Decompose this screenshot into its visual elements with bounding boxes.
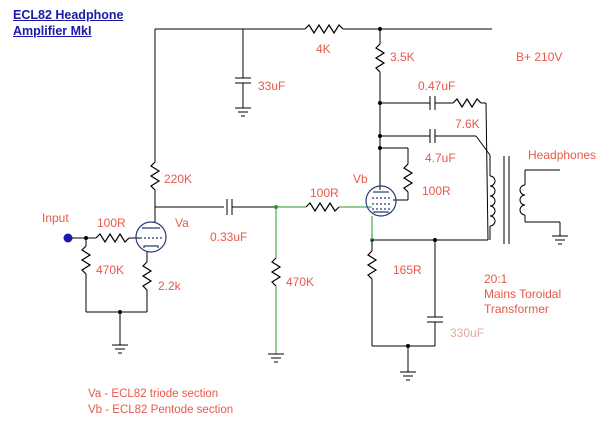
capacitor-0-33uf bbox=[226, 199, 276, 215]
capacitor-33uf bbox=[235, 29, 251, 117]
resistor-100r-grid-b-label: 100R bbox=[310, 186, 339, 200]
resistor-165r-label: 165R bbox=[393, 263, 422, 277]
transformer-type-label: Mains Toroidal bbox=[484, 287, 562, 301]
pentode-vb-symbol bbox=[365, 185, 397, 217]
feedback-network bbox=[380, 96, 491, 241]
tube-vb-label: Vb bbox=[353, 172, 368, 186]
resistor-470k-grid-b-label: 470K bbox=[286, 275, 315, 289]
resistor-220k-label: 220K bbox=[164, 172, 193, 186]
resistor-7-6k-label: 7.6K bbox=[455, 117, 480, 131]
input-label: Input bbox=[42, 211, 69, 225]
cathode-b-wiring bbox=[366, 216, 488, 381]
resistor-100r-grid-a-label: 100R bbox=[97, 216, 126, 230]
resistor-100r-grid-a bbox=[95, 232, 130, 244]
capacitor-33uf-label: 33uF bbox=[258, 79, 286, 93]
supply-voltage-label: B+ 210V bbox=[516, 50, 563, 64]
grid-a-wiring bbox=[80, 238, 147, 354]
capacitor-0-33uf-label: 0.33uF bbox=[210, 230, 248, 244]
triode-va-symbol bbox=[135, 207, 167, 253]
output-transformer bbox=[489, 155, 568, 245]
anode-a-wiring bbox=[149, 29, 224, 208]
resistor-4k-label: 4K bbox=[316, 42, 331, 56]
resistor-2-2k-label: 2.2k bbox=[158, 279, 181, 293]
resistor-100r-screen-label: 100R bbox=[422, 184, 451, 198]
diagram-title-line2: Amplifier MkI bbox=[13, 24, 92, 38]
resistor-3-5k-label: 3.5K bbox=[390, 50, 415, 64]
capacitor-330uf-label: 330uF bbox=[450, 326, 485, 340]
headphones-label: Headphones bbox=[528, 148, 597, 162]
input-jack bbox=[63, 233, 96, 243]
screen-resistor-wiring bbox=[380, 147, 414, 201]
grid-b-wiring bbox=[268, 205, 306, 363]
tube-va-label: Va bbox=[175, 216, 189, 230]
transformer-ratio-label: 20:1 bbox=[484, 272, 508, 286]
transformer-name-label: Transformer bbox=[484, 302, 549, 316]
diagram-title-line1: ECL82 Headphone bbox=[13, 8, 124, 22]
resistor-100r-grid-b bbox=[305, 201, 340, 213]
anode-b-wiring bbox=[374, 27, 386, 190]
note-vb: Vb - ECL82 Pentode section bbox=[88, 404, 234, 416]
note-va: Va - ECL82 triode section bbox=[88, 388, 219, 400]
capacitor-4-7uf-label: 4.7uF bbox=[425, 151, 456, 165]
capacitor-0-47uf-label: 0.47uF bbox=[418, 79, 456, 93]
resistor-470k-grid-a-label: 470K bbox=[96, 263, 125, 277]
cathode-a-wiring bbox=[141, 252, 153, 312]
resistor-4k bbox=[304, 23, 344, 35]
